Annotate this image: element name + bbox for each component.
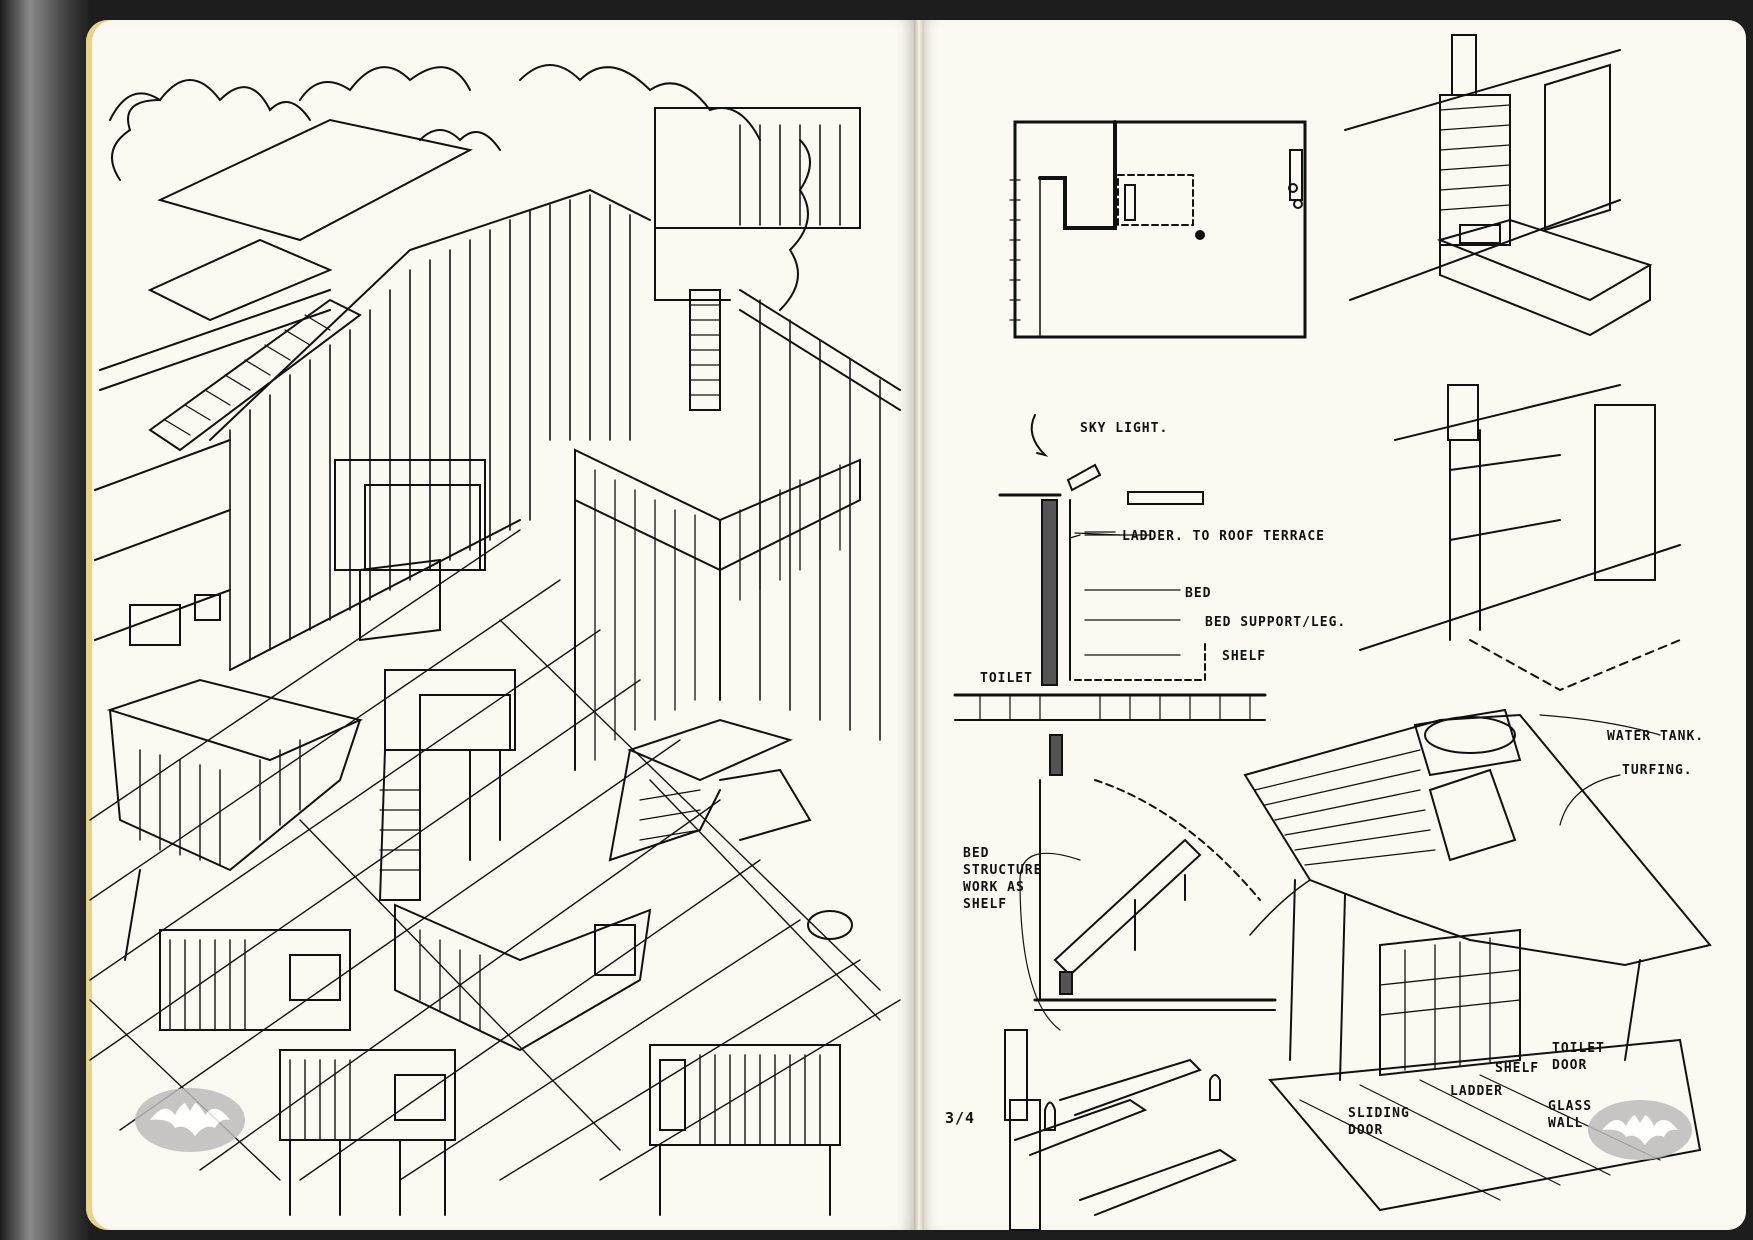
room-module-right xyxy=(608,718,812,862)
label-ladder: LADDER. TO ROOF TERRACE xyxy=(1122,529,1326,544)
section-drawing xyxy=(953,414,1267,776)
label-toilet-door: TOILET DOOR xyxy=(1552,1041,1605,1073)
annotation-leaders xyxy=(1019,714,1661,1031)
label-ladder-2: LADDER xyxy=(1450,1084,1503,1099)
label-scale-mark: 3/4 xyxy=(945,1109,976,1127)
label-skylight: SKY LIGHT. xyxy=(1080,421,1169,436)
module-bottom-left xyxy=(159,929,351,1031)
roof-terrace xyxy=(1243,708,1712,1212)
label-bed-structure: BED STRUCTURE WORK AS SHELF xyxy=(963,846,1043,912)
bed-wall-perspective xyxy=(1344,34,1653,337)
ladder-wall-perspective xyxy=(1359,384,1681,692)
room-module-mid xyxy=(378,669,516,901)
label-glass-wall: GLASS WALL xyxy=(1548,1099,1593,1131)
label-sliding-door: SLIDING DOOR xyxy=(1348,1106,1410,1138)
label-bed: BED xyxy=(1185,586,1212,601)
bat-stamp-right xyxy=(1588,1100,1692,1160)
label-shelf-2: SHELF xyxy=(1495,1061,1540,1076)
notebook-spine xyxy=(914,20,924,1230)
label-bed-support: BED SUPPORT/LEG. xyxy=(1205,615,1347,630)
module-bottom-right xyxy=(649,1044,841,1216)
module-bottom-mid xyxy=(394,903,652,1052)
upper-deck xyxy=(99,118,473,452)
label-turfing: TURFING. xyxy=(1622,763,1693,778)
label-toilet: TOILET xyxy=(980,671,1033,686)
floor-plan xyxy=(1009,120,1307,339)
bat-stamp-left xyxy=(135,1088,245,1152)
toilet-bowl xyxy=(807,910,853,940)
label-water-tank: WATER TANK. xyxy=(1607,729,1705,744)
module-bottom-left-2 xyxy=(279,1049,456,1216)
slatted-wall xyxy=(209,188,651,671)
curtain-box xyxy=(574,448,861,771)
label-shelf: SHELF xyxy=(1222,649,1267,664)
left-wall-shelves xyxy=(94,439,231,646)
room-module-left xyxy=(106,678,364,961)
bed-section xyxy=(1033,779,1277,1011)
wall-window xyxy=(334,459,486,642)
shelves-perspective xyxy=(1004,1029,1238,1231)
